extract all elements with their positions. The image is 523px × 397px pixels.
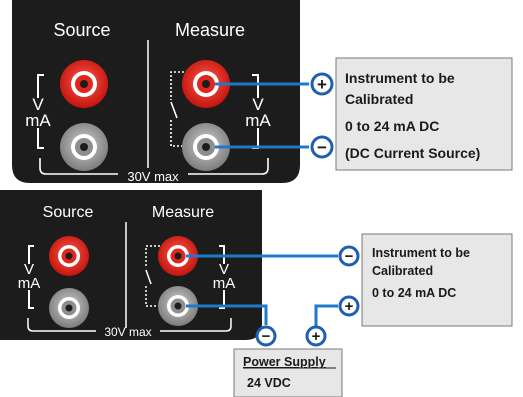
max-voltage-label: 30V max bbox=[127, 169, 179, 184]
wire-to-supply-minus bbox=[186, 304, 268, 325]
plus-symbol: + bbox=[345, 298, 354, 315]
minus-symbol: − bbox=[317, 138, 327, 157]
instrument-box-bottom: Instrument to be Calibrated 0 to 24 mA D… bbox=[361, 233, 513, 327]
top-wiring bbox=[215, 82, 309, 149]
instrument-box-top: Instrument to be Calibrated 0 to 24 mA D… bbox=[335, 57, 513, 171]
instrument-line-4: (DC Current Source) bbox=[345, 145, 480, 161]
switch-contact bbox=[145, 269, 152, 285]
wire-supply-plus-to-instrument bbox=[314, 304, 338, 334]
source-ma-label: mA bbox=[25, 111, 51, 130]
source-gray-jack[interactable] bbox=[60, 123, 108, 171]
power-supply-title: Power Supply bbox=[243, 355, 326, 369]
instrument-box bbox=[335, 57, 513, 171]
power-supply-value: 24 VDC bbox=[247, 376, 291, 390]
supply-box bbox=[233, 348, 343, 397]
minus-terminal-icon: − bbox=[338, 245, 360, 267]
measure-red-jack[interactable] bbox=[182, 60, 230, 108]
measure-gray-jack[interactable] bbox=[158, 286, 198, 326]
source-bracket bbox=[37, 74, 44, 149]
instrument-line-2: Calibrated bbox=[345, 91, 413, 107]
source-v-label: V bbox=[24, 261, 34, 278]
measure-red-jack[interactable] bbox=[158, 236, 198, 276]
measure-switch-dotted bbox=[145, 245, 160, 307]
source-gray-jack[interactable] bbox=[49, 288, 89, 328]
measure-v-label: V bbox=[219, 261, 229, 278]
source-ma-label: mA bbox=[18, 275, 41, 292]
measure-label: Measure bbox=[152, 204, 214, 221]
source-bracket bbox=[28, 245, 34, 309]
instrument-box bbox=[361, 233, 513, 327]
measure-label: Measure bbox=[175, 20, 245, 40]
source-red-jack[interactable] bbox=[49, 236, 89, 276]
plus-terminal-icon: + bbox=[338, 295, 360, 317]
plus-symbol: + bbox=[317, 75, 327, 94]
max-voltage-label: 30V max bbox=[104, 325, 151, 339]
instrument-line-2: Calibrated bbox=[372, 264, 433, 278]
plus-terminal-icon: + bbox=[305, 325, 327, 347]
plus-terminal-icon: + bbox=[310, 72, 334, 96]
instrument-line-1: Instrument to be bbox=[345, 70, 455, 86]
instrument-line-3: 0 to 24 mA DC bbox=[372, 286, 456, 300]
instrument-line-3: 0 to 24 mA DC bbox=[345, 118, 439, 134]
plus-symbol: + bbox=[312, 328, 321, 345]
instrument-line-1: Instrument to be bbox=[372, 246, 470, 260]
bottom-meter-panel: Source Measure V mA bbox=[0, 190, 262, 340]
source-label: Source bbox=[43, 204, 94, 221]
measure-gray-jack[interactable] bbox=[182, 123, 230, 171]
minus-symbol: − bbox=[262, 328, 271, 345]
measure-ma-label: mA bbox=[245, 111, 271, 130]
measure-v-label: V bbox=[252, 95, 264, 114]
bottom-wiring bbox=[186, 254, 338, 334]
minus-terminal-icon: − bbox=[255, 325, 277, 347]
measure-bracket bbox=[219, 245, 225, 309]
minus-symbol: − bbox=[345, 248, 354, 265]
max-bracket bbox=[27, 318, 232, 332]
top-meter-panel: Source Measure V mA bbox=[12, 0, 300, 184]
switch-contact bbox=[170, 101, 178, 119]
max-bracket bbox=[39, 158, 269, 175]
source-label: Source bbox=[53, 20, 110, 40]
power-supply-box: Power Supply 24 VDC bbox=[233, 348, 343, 397]
source-red-jack[interactable] bbox=[60, 60, 108, 108]
measure-ma-label: mA bbox=[213, 275, 236, 292]
minus-terminal-icon: − bbox=[310, 135, 334, 159]
source-v-label: V bbox=[32, 95, 44, 114]
